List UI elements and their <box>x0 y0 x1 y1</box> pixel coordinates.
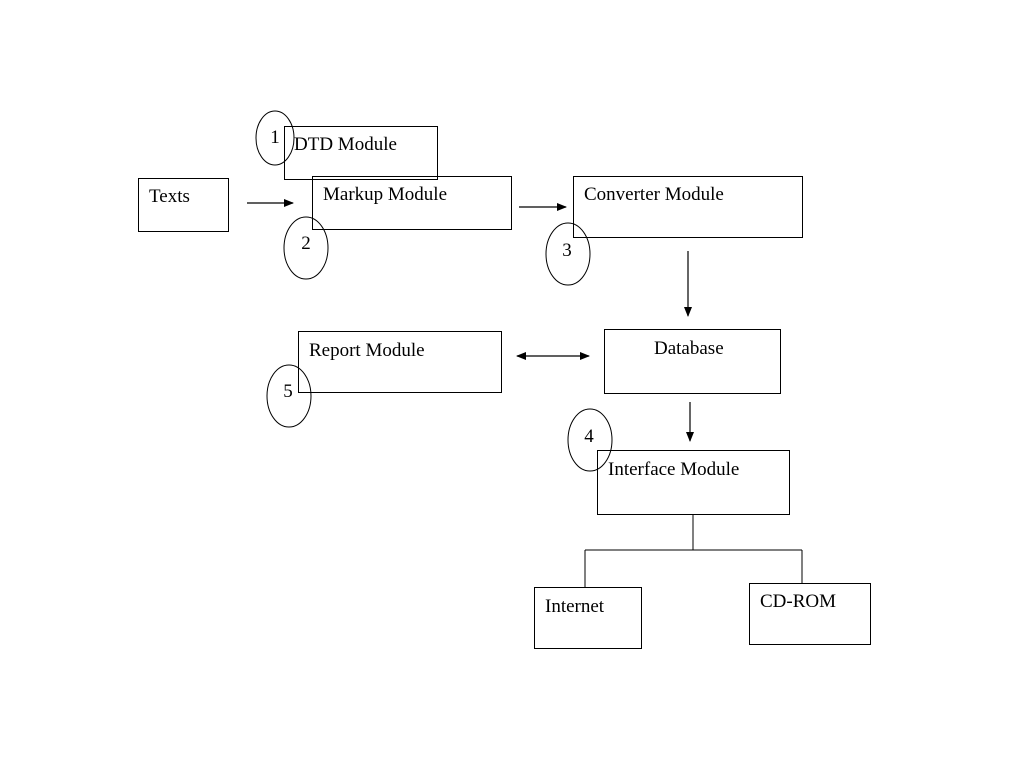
interface-module-label: Interface Module <box>608 459 740 480</box>
dtd-module-label: DTD Module <box>294 134 397 155</box>
marker-number-3: 3 <box>562 240 572 261</box>
marker-circle-4 <box>567 408 613 472</box>
database-box <box>604 329 781 394</box>
marker-number-1: 1 <box>270 127 280 148</box>
marker-circle-1 <box>255 110 295 166</box>
marker-number-2: 2 <box>301 233 311 254</box>
marker-circle-2 <box>283 216 329 280</box>
internet-box <box>534 587 642 649</box>
marker-number-5: 5 <box>283 381 293 402</box>
cd-rom-box <box>749 583 871 645</box>
dtd-module-box <box>284 126 438 180</box>
markup-module-label: Markup Module <box>323 184 448 205</box>
internet-label: Internet <box>545 596 605 617</box>
report-module-box <box>298 331 502 393</box>
converter-module-box <box>573 176 803 238</box>
texts-label: Texts <box>149 186 190 207</box>
interface-module-box <box>597 450 790 515</box>
marker-circle-5 <box>266 364 312 428</box>
report-module-label: Report Module <box>309 340 425 361</box>
converter-module-label: Converter Module <box>584 184 724 205</box>
marker-number-4: 4 <box>584 426 594 447</box>
cd-rom-label: CD-ROM <box>760 591 837 612</box>
texts-box <box>138 178 229 232</box>
markup-module-box <box>312 176 512 230</box>
database-label: Database <box>654 338 724 359</box>
marker-circle-3 <box>545 222 591 286</box>
